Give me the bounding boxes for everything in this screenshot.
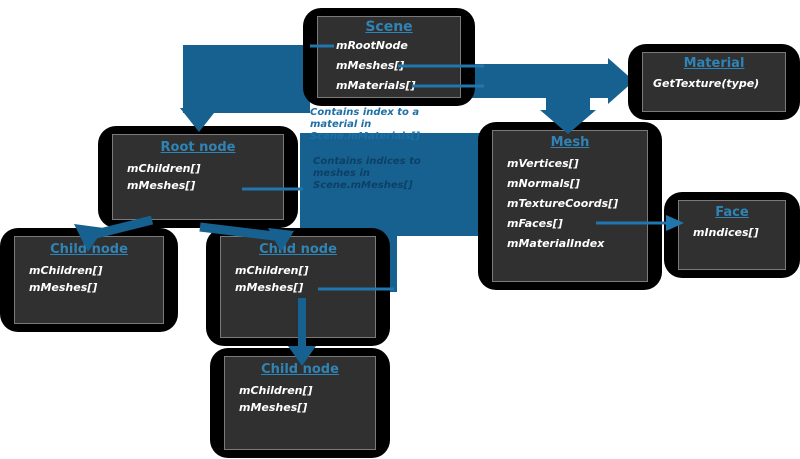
childnode-meshes-riser [387, 230, 397, 292]
child-node-1-box: Child node mChildren[] mMeshes[] [0, 228, 178, 332]
material-panel: Material GetTexture(type) [642, 52, 786, 112]
child-node-3-box: Child node mChildren[] mMeshes[] [210, 348, 390, 458]
root-node-box: Root node mChildren[] mMeshes[] [98, 126, 298, 228]
child1-member-mmeshes: mMeshes[] [29, 281, 98, 294]
face-member-mindices: mIndices[] [693, 226, 759, 239]
face-title: Face [715, 205, 749, 220]
root-node-panel: Root node mChildren[] mMeshes[] [112, 134, 284, 220]
root-member-mchildren: mChildren[] [127, 162, 201, 175]
child-node-1-panel: Child node mChildren[] mMeshes[] [14, 236, 164, 324]
central-flow-blob [300, 133, 480, 236]
mesh-index-annotation: Contains indices to meshes in Scene.mMes… [313, 156, 421, 191]
scene-box: Scene mRootNode mMeshes[] mMaterials[] [303, 8, 475, 106]
child2-member-mmeshes: mMeshes[] [235, 281, 304, 294]
scene-title: Scene [365, 19, 413, 35]
mesh-member-mvertices: mVertices[] [507, 157, 579, 170]
child1-member-mchildren: mChildren[] [29, 264, 103, 277]
root-member-mmeshes: mMeshes[] [127, 179, 196, 192]
mesh-title: Mesh [550, 135, 590, 150]
face-panel: Face mIndices[] [678, 200, 786, 270]
material-index-annotation: Contains index to a material in Scene.mM… [310, 107, 420, 142]
child3-member-mchildren: mChildren[] [239, 384, 313, 397]
material-arrowhead-icon [608, 58, 634, 104]
material-title: Material [683, 56, 745, 71]
mesh-box: Mesh mVertices[] mNormals[] mTextureCoor… [478, 122, 662, 290]
root-node-title: Root node [160, 140, 236, 155]
child2-member-mchildren: mChildren[] [235, 264, 309, 277]
material-box: Material GetTexture(type) [628, 44, 800, 120]
child-node-2-title: Child node [259, 242, 337, 257]
scene-to-rootnode-flow [183, 45, 310, 113]
mesh-member-mfaces: mFaces[] [507, 217, 563, 230]
child-node-2-panel: Child node mChildren[] mMeshes[] [220, 236, 376, 338]
child-node-2-box: Child node mChildren[] mMeshes[] [206, 228, 390, 346]
mesh-member-mnormals: mNormals[] [507, 177, 580, 190]
scene-member-mmeshes: mMeshes[] [336, 59, 405, 72]
scene-member-mrootnode: mRootNode [336, 39, 408, 52]
child3-member-mmeshes: mMeshes[] [239, 401, 308, 414]
face-box: Face mIndices[] [664, 192, 800, 278]
mesh-member-mtexturecoords: mTextureCoords[] [507, 197, 619, 210]
mesh-panel: Mesh mVertices[] mNormals[] mTextureCoor… [492, 130, 648, 282]
child-node-3-title: Child node [261, 362, 339, 377]
mesh-member-mmaterialindex: mMaterialIndex [507, 237, 605, 250]
material-member-gettexture: GetTexture(type) [653, 77, 760, 90]
child-node-3-panel: Child node mChildren[] mMeshes[] [224, 356, 376, 450]
scene-member-mmaterials: mMaterials[] [336, 79, 416, 92]
scene-panel: Scene mRootNode mMeshes[] mMaterials[] [317, 16, 461, 98]
child-node-1-title: Child node [50, 242, 128, 257]
scene-to-mesh-flow [546, 92, 590, 114]
